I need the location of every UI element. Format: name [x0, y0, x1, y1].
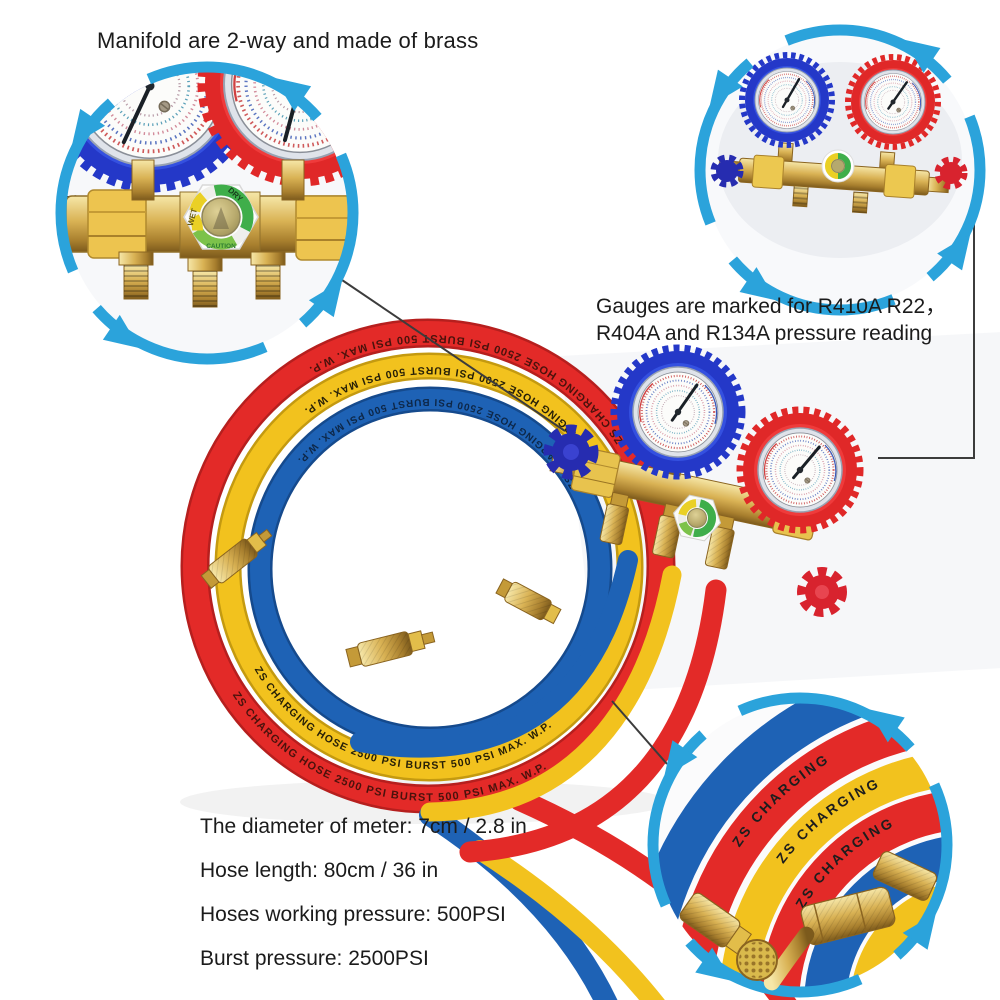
- yellow-hose-drop: [420, 565, 682, 822]
- crimped-hose-face: [736, 939, 778, 981]
- spec-working-pressure: Hoses working pressure: 500PSI: [200, 903, 506, 926]
- sight-glass-wet-label: WET: [186, 207, 199, 227]
- brass-coupler: [495, 578, 562, 625]
- hex-nut-left: [87, 189, 147, 259]
- gauge-note-line1: Gauges are marked for R410A R22，: [596, 295, 947, 318]
- inset-gauge-set: [694, 24, 986, 316]
- yellow-hose-run: [470, 840, 665, 1000]
- callout-line-manifold: [341, 279, 566, 432]
- brass-coupler: [200, 528, 273, 589]
- gauge-note-line2: R404A and R134A pressure reading: [596, 322, 933, 345]
- brass-coupler: [345, 630, 436, 668]
- mini-blue-knob: [710, 154, 744, 188]
- spec-list: The diameter of meter: 7cm / 2.8 in Hose…: [200, 805, 527, 981]
- inset-content: [710, 52, 968, 258]
- brass-fitting: [763, 886, 896, 991]
- coil-brass-fittings: [200, 528, 562, 668]
- gauge-needle: [792, 445, 821, 480]
- spec-burst-pressure: Burst pressure: 2500PSI: [200, 947, 429, 970]
- sight-glass-closeup: WET DRY CAUTION: [183, 184, 259, 250]
- blue-hose-run: [419, 804, 618, 1000]
- callout-lines: [341, 172, 975, 765]
- gauge-stem: [131, 159, 155, 201]
- brass-fitting: [872, 851, 938, 901]
- callout-line-hoses: [611, 700, 668, 765]
- manifold-ports: [599, 491, 735, 570]
- main-blue-gauge: [610, 344, 746, 480]
- brass-fitting: [679, 892, 752, 955]
- main-red-gauge: [736, 406, 864, 534]
- spec-hose-length: Hose length: 80cm / 36 in: [200, 859, 439, 882]
- callout-line-gauges: [878, 172, 975, 459]
- red-hose-drop: [459, 579, 727, 863]
- blue-hose-drop: [350, 550, 638, 758]
- callout-ring-icon: [55, 61, 359, 365]
- red-valve-knob: [797, 567, 847, 617]
- inset-manifold-closeup: WET DRY CAUTION: [55, 61, 359, 365]
- mini-blue-gauge: [739, 52, 835, 148]
- inset-hose-closeup: ZS CHARGING ZS CHARGING ZS CHARGING: [647, 692, 953, 998]
- threaded-ports: [118, 251, 286, 308]
- red-hose-coil: [183, 321, 673, 811]
- mini-red-knob: [934, 156, 968, 190]
- spec-diameter: The diameter of meter: 7cm / 2.8 in: [200, 815, 527, 838]
- sight-glass-caution-label: CAUTION: [206, 243, 236, 250]
- callout-ring-icon: [647, 692, 953, 998]
- gauge-stem: [281, 159, 305, 201]
- blue-valve-knob: [543, 424, 599, 480]
- sight-glass: [672, 494, 722, 542]
- gauge-note: Gauges are marked for R410A R22， R404A a…: [596, 293, 946, 347]
- mini-red-gauge: [845, 54, 941, 150]
- hex-nut-right: [295, 195, 348, 261]
- manifold-note: Manifold are 2-way and made of brass: [97, 28, 479, 53]
- mini-sight-glass: [821, 149, 855, 183]
- callout-ring-icon: [694, 24, 986, 316]
- closeup-brass-fittings: [679, 851, 938, 991]
